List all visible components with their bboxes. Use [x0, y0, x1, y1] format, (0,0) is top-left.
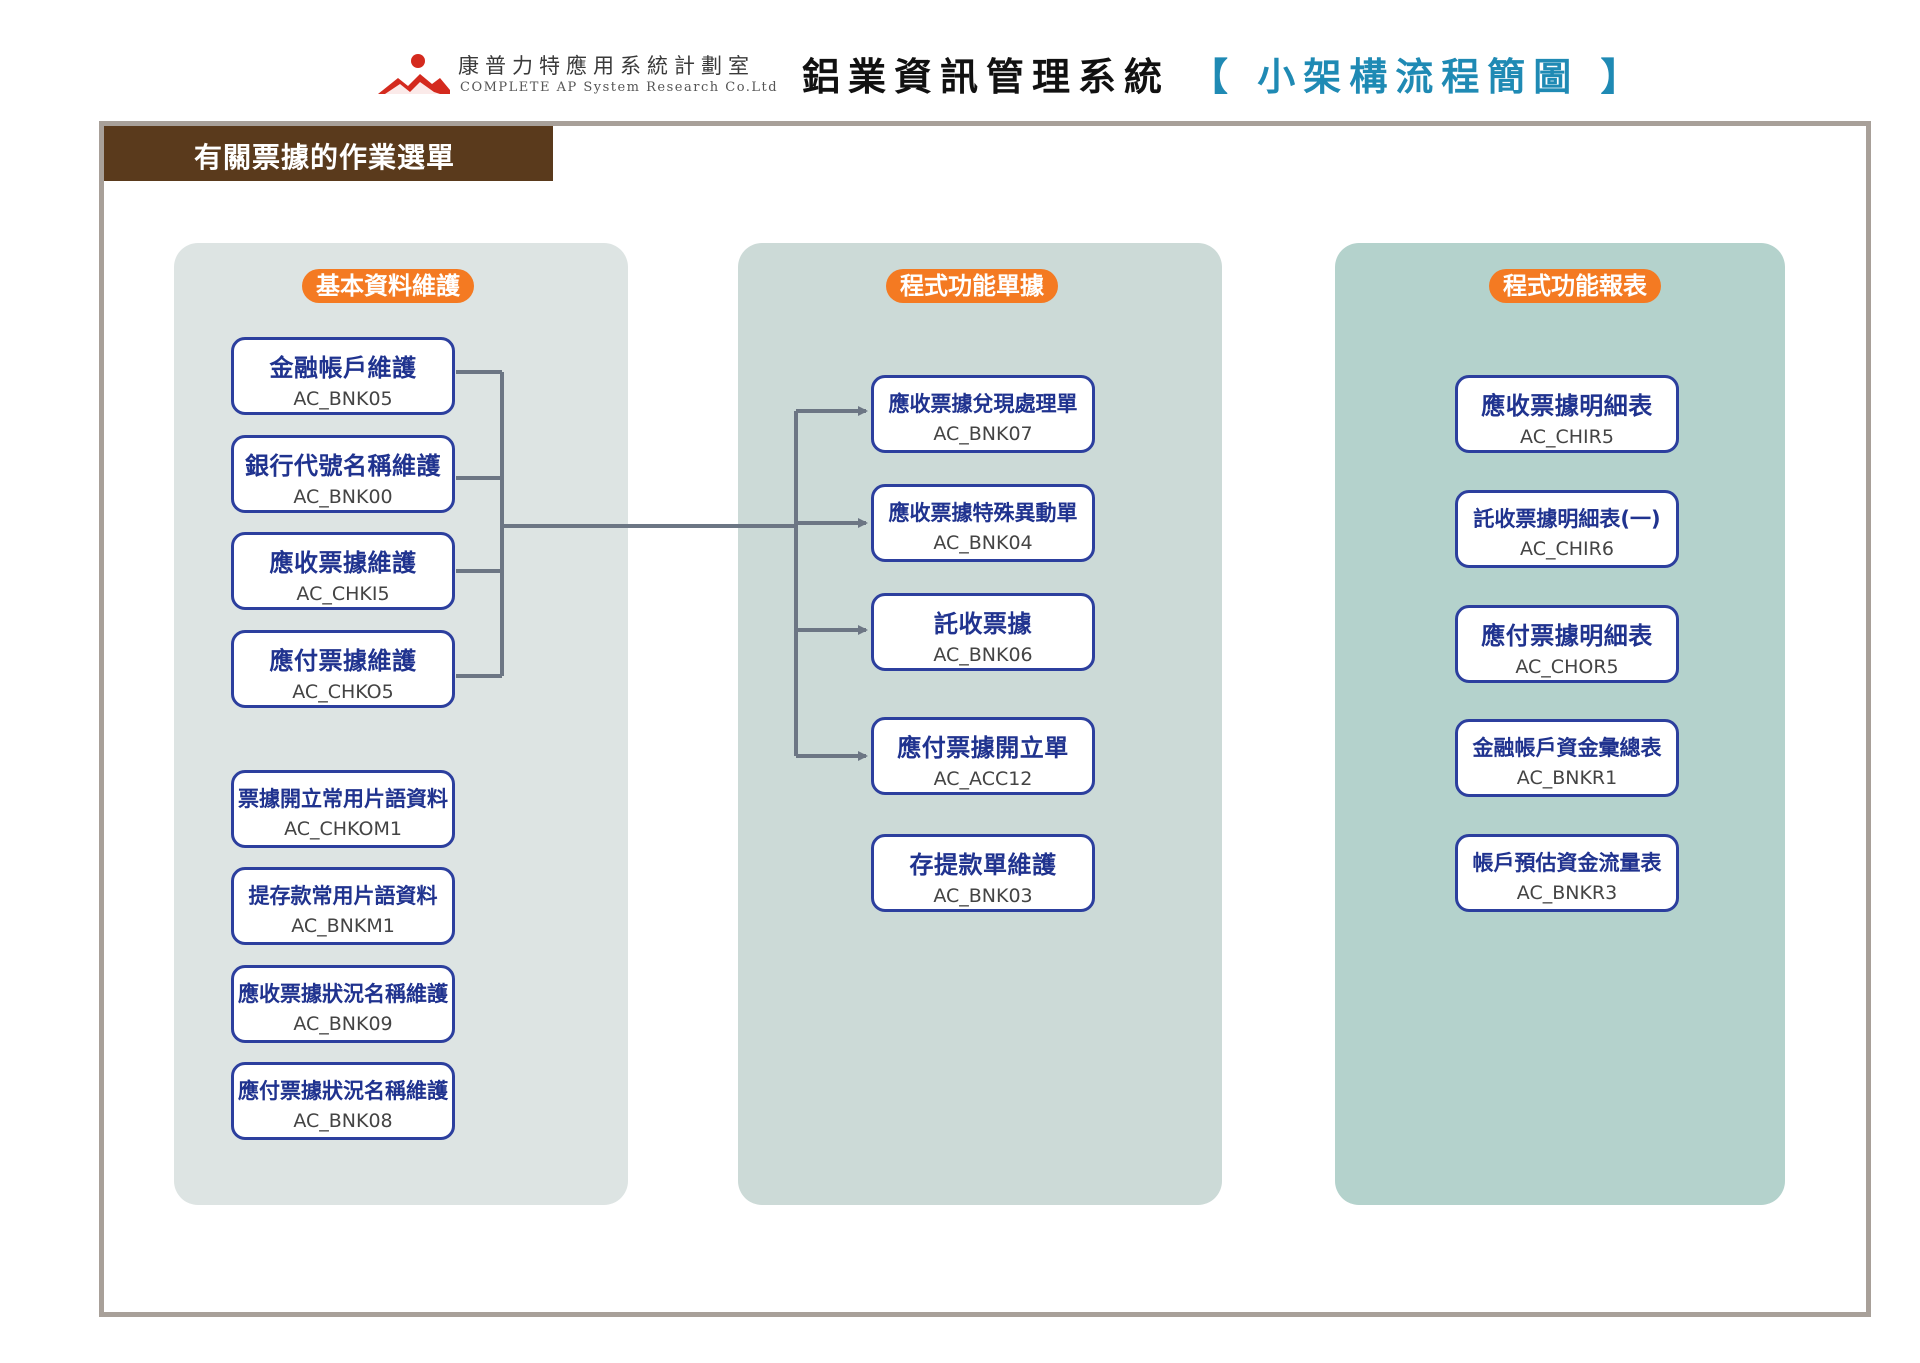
node-name: 應收票據維護 [269, 549, 417, 577]
node-ac-bnk08[interactable]: 應付票據狀況名稱維護 AC_BNK08 [231, 1062, 455, 1140]
company-name-en: COMPLETE AP System Research Co.Ltd [460, 80, 779, 95]
node-name: 應付票據維護 [269, 647, 417, 675]
node-name: 應付票據開立單 [897, 734, 1069, 762]
node-code: AC_BNKR3 [1516, 882, 1618, 904]
node-name: 託收票據 [934, 610, 1032, 638]
node-code: AC_BNK06 [933, 644, 1033, 666]
company-logo [378, 54, 450, 96]
node-code: AC_BNKM1 [291, 915, 395, 937]
node-code: AC_CHIR5 [1520, 426, 1614, 448]
column-header: 程式功能單據 [886, 269, 1058, 303]
node-name: 應收票據兌現處理單 [888, 392, 1078, 416]
company-name-cn: 康普力特應用系統計劃室 [458, 54, 755, 78]
column-header: 基本資料維護 [302, 269, 474, 303]
node-ac-bnkr1[interactable]: 金融帳戶資金彙總表 AC_BNKR1 [1455, 719, 1679, 797]
node-ac-chki5[interactable]: 應收票據維護 AC_CHKI5 [231, 532, 455, 610]
node-name: 存提款單維護 [909, 851, 1057, 879]
node-ac-chir6[interactable]: 託收票據明細表(一) AC_CHIR6 [1455, 490, 1679, 568]
node-code: AC_CHOR5 [1515, 656, 1619, 678]
node-name: 票據開立常用片語資料 [238, 787, 448, 811]
node-name: 帳戶預估資金流量表 [1472, 851, 1662, 875]
node-name: 應收票據特殊異動單 [888, 501, 1078, 525]
node-code: AC_BNK05 [293, 388, 393, 410]
node-ac-chir5[interactable]: 應收票據明細表 AC_CHIR5 [1455, 375, 1679, 453]
node-ac-acc12[interactable]: 應付票據開立單 AC_ACC12 [871, 717, 1095, 795]
node-ac-bnk04[interactable]: 應收票據特殊異動單 AC_BNK04 [871, 484, 1095, 562]
node-name: 金融帳戶資金彙總表 [1472, 736, 1662, 760]
node-name: 應付票據明細表 [1481, 622, 1653, 650]
node-code: AC_BNK00 [293, 486, 393, 508]
node-ac-chkom1[interactable]: 票據開立常用片語資料 AC_CHKOM1 [231, 770, 455, 848]
node-name: 應收票據狀況名稱維護 [238, 982, 448, 1006]
system-subtitle: 【 小架構流程簡圖 】 [1190, 55, 1647, 99]
node-ac-bnk05[interactable]: 金融帳戶維護 AC_BNK05 [231, 337, 455, 415]
node-code: AC_BNK07 [933, 423, 1033, 445]
system-title: 鋁業資訊管理系統 [802, 55, 1171, 99]
node-code: AC_BNK03 [933, 885, 1033, 907]
menu-tab-label: 有關票據的作業選單 [194, 141, 456, 174]
node-code: AC_ACC12 [933, 768, 1033, 790]
node-code: AC_BNKR1 [1516, 767, 1618, 789]
node-name: 應收票據明細表 [1481, 392, 1653, 420]
node-name: 提存款常用片語資料 [248, 884, 438, 908]
menu-tab: 有關票據的作業選單 [104, 126, 553, 181]
node-code: AC_BNK08 [293, 1110, 393, 1132]
node-ac-bnkr3[interactable]: 帳戶預估資金流量表 AC_BNKR3 [1455, 834, 1679, 912]
node-ac-bnk03[interactable]: 存提款單維護 AC_BNK03 [871, 834, 1095, 912]
node-ac-bnkm1[interactable]: 提存款常用片語資料 AC_BNKM1 [231, 867, 455, 945]
node-name: 應付票據狀況名稱維護 [238, 1079, 448, 1103]
node-name: 銀行代號名稱維護 [245, 452, 441, 480]
column-header: 程式功能報表 [1489, 269, 1661, 303]
node-code: AC_CHKI5 [296, 583, 390, 605]
node-ac-bnk07[interactable]: 應收票據兌現處理單 AC_BNK07 [871, 375, 1095, 453]
node-code: AC_CHIR6 [1520, 538, 1614, 560]
node-code: AC_BNK04 [933, 532, 1033, 554]
node-ac-bnk09[interactable]: 應收票據狀況名稱維護 AC_BNK09 [231, 965, 455, 1043]
node-name: 託收票據明細表(一) [1473, 507, 1661, 531]
diagram-frame [99, 121, 1871, 1317]
page-header: 康普力特應用系統計劃室 COMPLETE AP System Research … [0, 0, 1920, 120]
node-name: 金融帳戶維護 [269, 354, 417, 382]
node-code: AC_CHKOM1 [284, 818, 402, 840]
node-ac-bnk00[interactable]: 銀行代號名稱維護 AC_BNK00 [231, 435, 455, 513]
node-code: AC_CHKO5 [292, 681, 394, 703]
node-ac-bnk06[interactable]: 託收票據 AC_BNK06 [871, 593, 1095, 671]
node-ac-chko5[interactable]: 應付票據維護 AC_CHKO5 [231, 630, 455, 708]
node-code: AC_BNK09 [293, 1013, 393, 1035]
node-ac-chor5[interactable]: 應付票據明細表 AC_CHOR5 [1455, 605, 1679, 683]
